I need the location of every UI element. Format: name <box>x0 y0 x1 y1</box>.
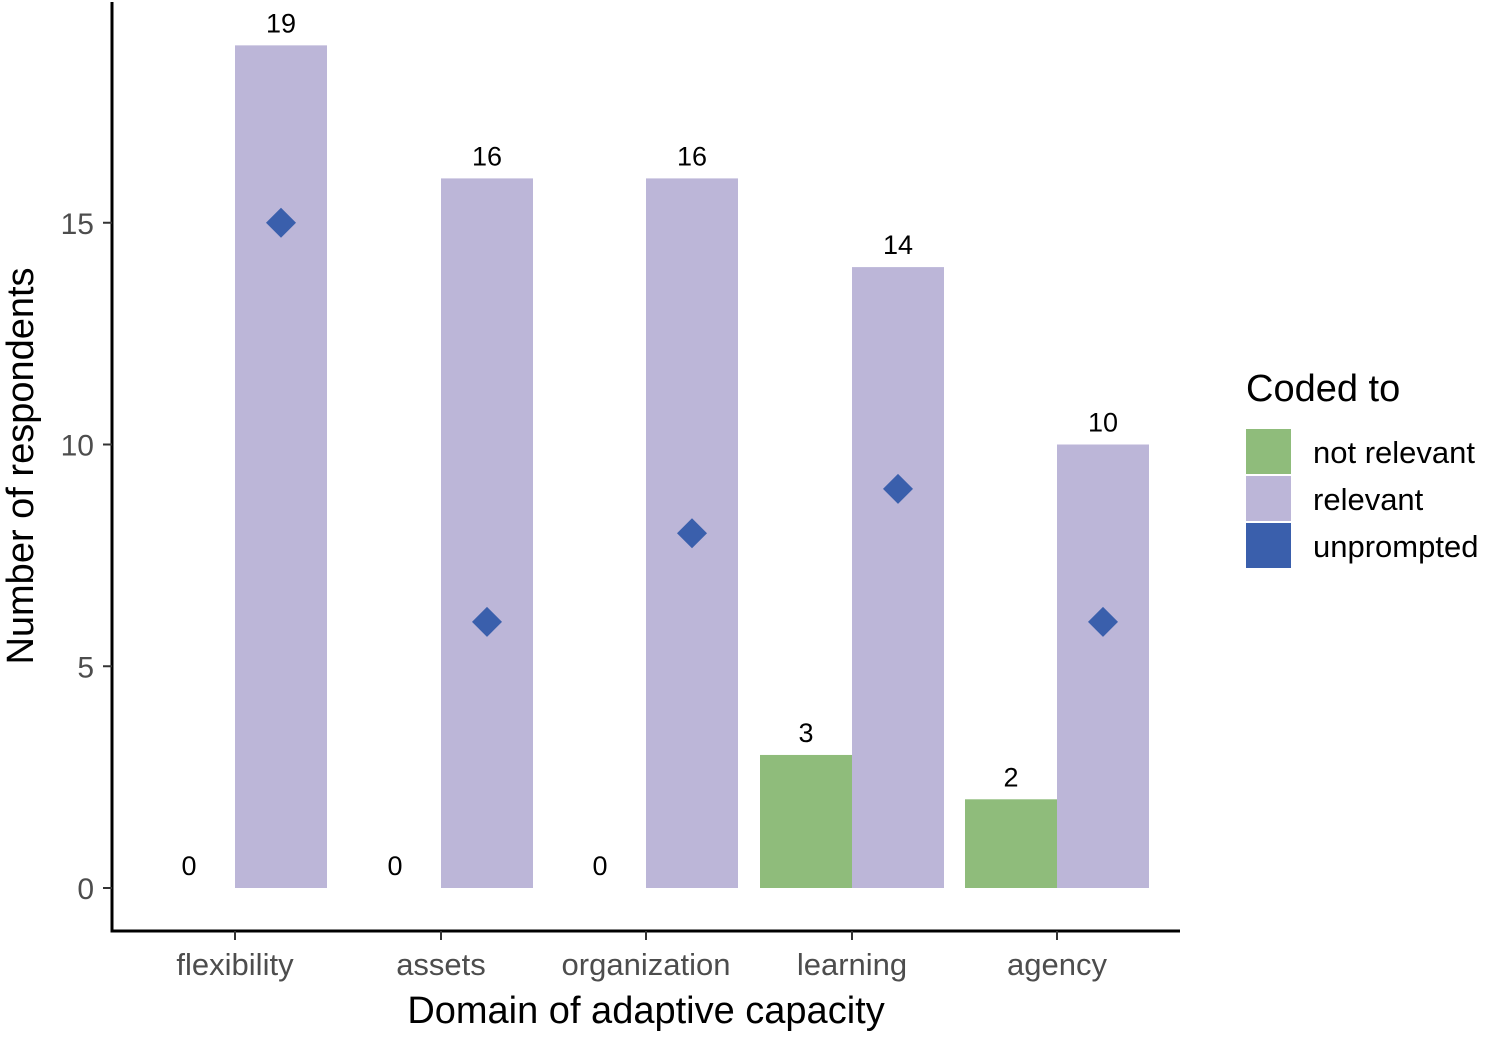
x-axis-title: Domain of adaptive capacity <box>407 990 884 1032</box>
x-tick-label-learning: learning <box>797 947 907 982</box>
legend-swatch-not-relevant <box>1246 429 1291 474</box>
x-ticks: flexibility assets organization learning age… <box>176 931 1107 982</box>
axes-layer: 0 5 10 15 flexibility assets organization lear… <box>0 2 1180 1032</box>
point-unprompted-agency <box>1088 606 1118 637</box>
y-tick-label: 5 <box>77 651 94 684</box>
points-layer <box>266 207 1118 637</box>
bar-relevant-learning <box>852 267 944 889</box>
point-unprompted-learning <box>883 473 913 504</box>
x-tick-label-agency: agency <box>1007 947 1107 982</box>
legend-entries: not relevant relevant unprompted <box>1246 429 1478 568</box>
legend-label-unprompted: unprompted <box>1313 529 1478 564</box>
point-unprompted-organization <box>677 518 707 549</box>
point-unprompted-flexibility <box>266 207 296 238</box>
bar-not-relevant-learning <box>760 754 852 888</box>
data-label-not-relevant-agency: 2 <box>1003 762 1018 792</box>
data-label-relevant-learning: 14 <box>883 230 913 260</box>
y-tick-label: 0 <box>77 873 94 906</box>
legend-swatch-unprompted <box>1246 523 1291 568</box>
bar-relevant-assets <box>441 178 533 888</box>
y-tick-label: 15 <box>61 208 94 241</box>
legend-label-relevant: relevant <box>1313 482 1424 517</box>
x-tick-label-assets: assets <box>396 947 486 982</box>
legend-swatch-relevant <box>1246 476 1291 521</box>
legend-title: Coded to <box>1246 368 1400 410</box>
bar-relevant-agency <box>1057 444 1149 888</box>
legend-label-not-relevant: not relevant <box>1313 435 1475 470</box>
data-label-relevant-assets: 16 <box>472 141 502 171</box>
data-label-not-relevant-learning: 3 <box>798 718 813 748</box>
y-ticks: 0 5 10 15 <box>61 208 112 906</box>
data-label-not-relevant-organization: 0 <box>592 851 607 881</box>
x-tick-label-organization: organization <box>562 947 731 982</box>
data-label-relevant-agency: 10 <box>1088 408 1118 438</box>
data-label-not-relevant-flexibility: 0 <box>181 851 196 881</box>
point-unprompted-assets <box>472 606 502 637</box>
data-labels-layer: 0 19 0 16 0 16 3 14 2 10 <box>181 8 1118 881</box>
y-tick-label: 10 <box>61 430 94 463</box>
bar-relevant-flexibility <box>235 45 327 889</box>
x-tick-label-flexibility: flexibility <box>176 947 294 982</box>
legend: Coded to not relevant relevant unprompted <box>1246 368 1478 568</box>
data-label-relevant-flexibility: 19 <box>266 8 296 38</box>
data-label-not-relevant-assets: 0 <box>387 851 402 881</box>
y-axis-title: Number of respondents <box>0 267 42 664</box>
data-label-relevant-organization: 16 <box>677 141 707 171</box>
bars-layer <box>235 45 1149 889</box>
bar-not-relevant-agency <box>965 799 1057 888</box>
